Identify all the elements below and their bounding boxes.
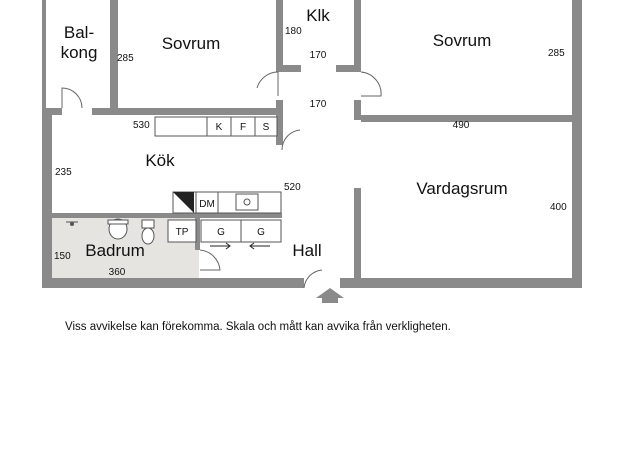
dim-kok-520: 520 — [284, 182, 301, 193]
bathroom-fixtures — [66, 218, 155, 245]
dim-sovrum-right-285: 285 — [548, 48, 565, 59]
arrow-left-icon — [249, 242, 270, 250]
hall-label: Hall — [292, 241, 321, 260]
dim-hall-170: 170 — [310, 99, 327, 110]
dim-kok-530: 530 — [133, 120, 150, 131]
badrum-label: Badrum — [85, 241, 145, 260]
kitchen-counter-top — [154, 116, 278, 137]
storage-label: S — [263, 122, 270, 133]
dim-klk-180: 180 — [285, 26, 302, 37]
kitchen-counter-bottom — [172, 191, 282, 214]
hall-wardrobes — [167, 219, 282, 243]
dim-vardagsrum-400: 400 — [550, 202, 567, 213]
floor-plan: K F S DM TP G G Bal- kong Sovrum Klk Sov… — [42, 0, 582, 303]
outer-walls — [42, 0, 582, 288]
dim-badrum-150: 150 — [54, 251, 71, 262]
dryer-label: TP — [176, 227, 189, 238]
freezer-label: F — [240, 122, 246, 133]
sovrum-right-label: Sovrum — [433, 31, 492, 50]
balkong-label-line2: kong — [61, 43, 98, 62]
wardrobe-label-2: G — [257, 227, 265, 238]
arrow-right-icon — [210, 242, 231, 250]
sovrum-left-label: Sovrum — [162, 34, 221, 53]
dim-kok-235: 235 — [55, 167, 72, 178]
dim-badrum-360: 360 — [109, 267, 126, 278]
windows — [47, 5, 577, 270]
dim-balkong-285: 285 — [117, 53, 134, 64]
stove-icon — [173, 192, 194, 213]
dim-klk-170: 170 — [310, 50, 327, 61]
klk-label: Klk — [306, 6, 330, 25]
vardagsrum-label: Vardagsrum — [416, 179, 507, 198]
doors — [61, 71, 382, 289]
fridge-label: K — [216, 122, 223, 133]
disclaimer-text: Viss avvikelse kan förekomma. Skala och … — [65, 321, 451, 333]
dim-sovrum-490: 490 — [453, 120, 470, 131]
dishwasher-label: DM — [199, 199, 215, 210]
balkong-label-line1: Bal- — [64, 23, 94, 42]
kok-label: Kök — [145, 151, 175, 170]
entrance-arrow-icon — [316, 288, 344, 303]
wardrobe-label-1: G — [217, 227, 225, 238]
